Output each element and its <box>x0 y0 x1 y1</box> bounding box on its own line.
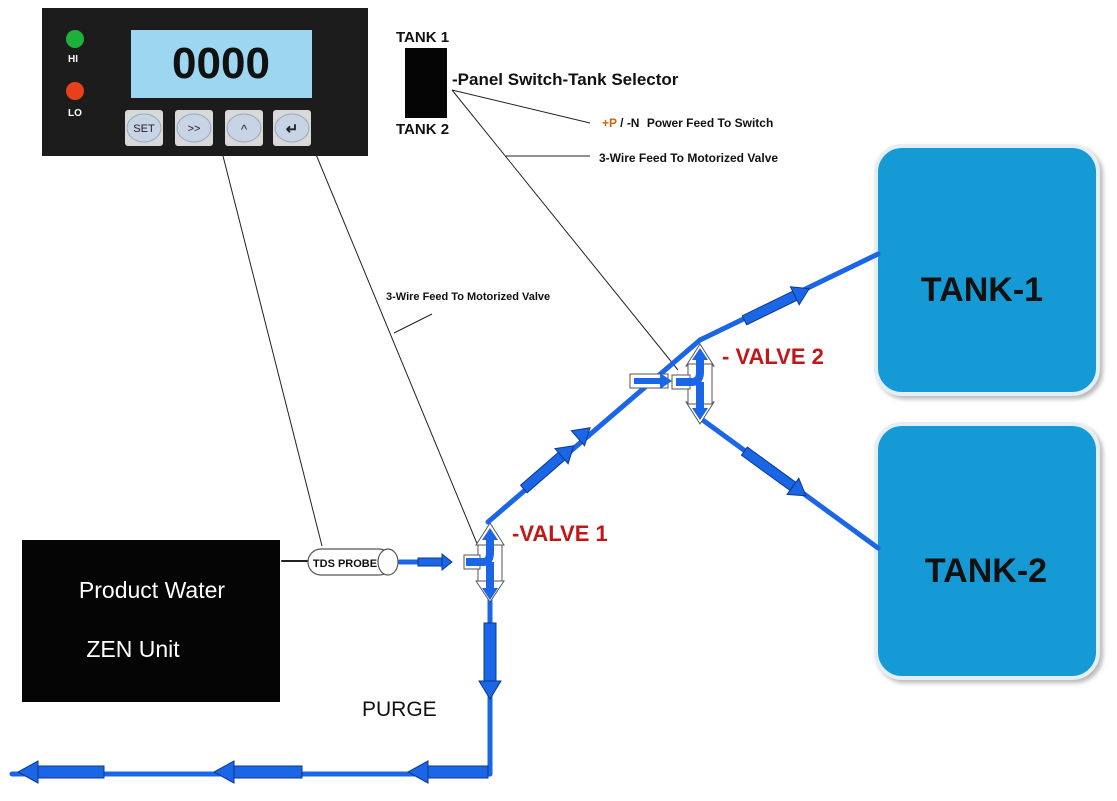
flow-arrow-icon <box>741 286 811 326</box>
set-button-label: SET <box>133 123 155 135</box>
display-value: 0000 <box>172 39 270 88</box>
valve2-wire <box>451 89 679 371</box>
flow-arrows <box>16 286 811 784</box>
lo-led-icon <box>66 82 84 100</box>
source-line-1: Product Water <box>79 577 225 603</box>
flow-arrow-icon <box>417 552 453 572</box>
up-button[interactable]: ^ <box>225 110 263 146</box>
valve2-inlet-arrow-icon <box>660 373 672 389</box>
valve1-down-arrow-icon <box>482 588 498 600</box>
tank-1-body <box>874 144 1100 396</box>
selector-top-label: TANK 1 <box>396 29 449 46</box>
selector-switch-body[interactable] <box>405 48 447 118</box>
product-water-box <box>22 540 280 702</box>
valve1-label: -VALVE 1 <box>512 521 608 546</box>
valve1-to-valve2-pipe <box>485 337 703 525</box>
lo-led-label: LO <box>68 108 82 119</box>
flow-arrow-icon <box>519 445 575 494</box>
valve-2 <box>629 343 715 425</box>
valve1-feed-leader <box>393 313 433 334</box>
next-button[interactable]: >> <box>175 110 213 146</box>
valve2-inlet-flow <box>634 378 660 384</box>
valve1-wire <box>314 151 479 547</box>
probe-wire <box>221 151 323 547</box>
flow-arrow-icon <box>16 760 105 784</box>
set-button[interactable]: SET <box>125 110 163 146</box>
valve2-feed-label: 3-Wire Feed To Motorized Valve <box>599 151 778 165</box>
valve1-feed-label: 3-Wire Feed To Motorized Valve <box>386 291 550 303</box>
power-feed-wire <box>451 89 591 124</box>
flow-arrow-icon <box>406 760 489 784</box>
valve1-up-arrow-icon <box>482 528 498 540</box>
hi-led-icon <box>66 30 84 48</box>
flow-arrow-icon <box>740 446 807 497</box>
hi-led-label: HI <box>68 54 78 65</box>
tds-probe: TDS PROBE <box>307 548 399 576</box>
enter-button-label: ↵ <box>286 121 299 138</box>
tank-2-body <box>874 422 1100 680</box>
valve-1 <box>463 522 505 603</box>
controller-display <box>131 30 312 98</box>
power-feed-label: +P / -N Power Feed To Switch <box>602 116 773 130</box>
tank-1-label: TANK-1 <box>921 271 1043 309</box>
valve2-label: - VALVE 2 <box>722 344 824 369</box>
tank-2: TANK-2 <box>874 422 1100 680</box>
up-button-label: ^ <box>241 122 248 137</box>
tds-probe-label: TDS PROBE <box>313 558 377 570</box>
source-line-2: ZEN Unit <box>86 636 180 662</box>
selector-bottom-label: TANK 2 <box>396 121 449 138</box>
purge-label: PURGE <box>362 698 437 721</box>
valve2-down-arrow-icon <box>692 408 708 420</box>
tds-probe-tip <box>377 548 399 576</box>
tank-selector-switch[interactable]: TANK 1 TANK 2 <box>396 29 449 138</box>
selector-title: -Panel Switch-Tank Selector <box>452 70 679 89</box>
next-button-label: >> <box>188 123 201 135</box>
flow-arrow-icon <box>478 622 502 700</box>
product-water-unit: Product Water ZEN Unit <box>22 540 280 702</box>
flow-arrow-icon <box>570 427 591 447</box>
tank-2-label: TANK-2 <box>925 552 1047 590</box>
enter-button[interactable]: ↵ <box>273 110 311 146</box>
flow-arrow-icon <box>212 760 303 784</box>
wires <box>221 89 679 547</box>
tank-1: TANK-1 <box>874 144 1100 396</box>
valve2-up-arrow-icon <box>692 348 708 360</box>
tds-controller: HI LO 0000 SET >> ^ ↵ <box>42 8 368 156</box>
